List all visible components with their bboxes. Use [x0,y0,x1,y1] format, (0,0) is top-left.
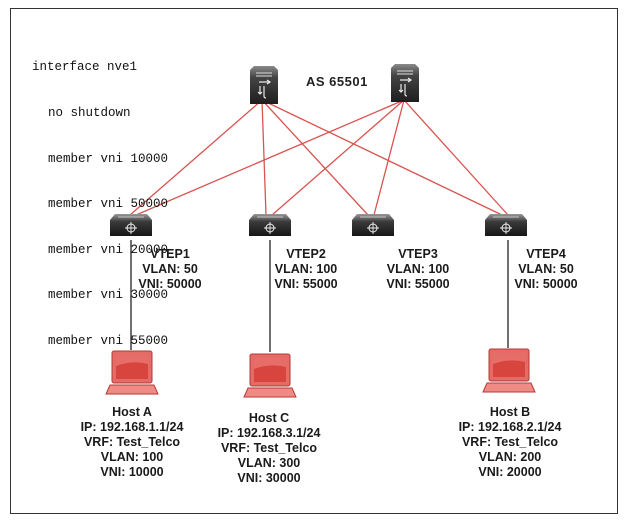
host-vrf: VRF: Test_Telco [220,441,318,455]
host-vlan: VLAN: 300 [237,456,301,470]
config-line: member vni 50000 [48,197,169,212]
vtep-name: VTEP1 [150,247,190,261]
link-spine2-vtep4 [403,99,509,216]
config-line: no shutdown [48,106,131,121]
vtep-vni: VNI: 50000 [138,277,202,291]
vtep-switch-icon [249,214,291,236]
link-spine1-vtep4 [261,99,503,216]
host-name: Host C [248,411,290,425]
config-line: interface nve1 [32,60,138,75]
link-spine1-vtep2 [261,99,267,216]
vtep-name: VTEP4 [526,247,566,261]
link-spine2-vtep1 [135,99,405,216]
host-b-label: Host B IP: 192.168.2.1/24 VRF: Test_Telc… [440,405,580,480]
config-line: member vni 20000 [48,242,169,257]
vtep-name: VTEP3 [398,247,438,261]
link-spine1-vtep3 [261,99,369,216]
config-line: member vni 55000 [48,334,169,349]
vtep-vlan: VLAN: 100 [274,262,338,276]
laptop-icon [482,348,536,393]
host-vrf: VRF: Test_Telco [461,435,559,449]
host-ip: IP: 192.168.1.1/24 [80,420,184,434]
link-spine1-vtep1 [129,99,263,216]
vtep-vni: VNI: 55000 [386,277,450,291]
vtep-switch-icon [110,214,152,236]
vtep-vni: VNI: 50000 [514,277,578,291]
vtep-switch-icon [485,214,527,236]
vtep4-label: VTEP4 VLAN: 50 VNI: 50000 [476,247,616,292]
vtep-name: VTEP2 [286,247,326,261]
host-vlan: VLAN: 200 [478,450,542,464]
laptop-icon [105,350,159,395]
vtep-vlan: VLAN: 100 [386,262,450,276]
vtep3-label: VTEP3 VLAN: 100 VNI: 55000 [348,247,488,292]
host-ip: IP: 192.168.2.1/24 [458,420,562,434]
spine-switch-icon [391,64,419,102]
vtep1-label: VTEP1 VLAN: 50 VNI: 50000 [100,247,240,292]
vtep-vni: VNI: 55000 [274,277,338,291]
as-label: AS 65501 [306,74,368,89]
host-vni: VNI: 20000 [478,465,542,479]
link-spine2-vtep2 [271,99,405,216]
spine-switch-icon [250,66,278,104]
host-name: Host B [489,405,531,419]
host-ip: IP: 192.168.3.1/24 [217,426,321,440]
config-line: member vni 30000 [48,288,169,303]
vtep2-label: VTEP2 VLAN: 100 VNI: 55000 [236,247,376,292]
host-c-label: Host C IP: 192.168.3.1/24 VRF: Test_Telc… [199,411,339,486]
vtep-switch-icon [352,214,394,236]
config-line: member vni 10000 [48,151,169,166]
vtep-vlan: VLAN: 50 [142,262,198,276]
link-spine2-vtep3 [373,99,405,216]
host-vni: VNI: 30000 [237,471,301,485]
diagram-frame [10,8,618,514]
fabric-links [129,99,509,216]
host-name: Host A [112,405,152,419]
nve-config: interface nve1 no shutdown member vni 10… [32,30,168,364]
host-vlan: VLAN: 100 [100,450,164,464]
host-vni: VNI: 10000 [100,465,164,479]
host-vrf: VRF: Test_Telco [83,435,181,449]
laptop-icon [243,353,297,398]
access-links [130,240,509,352]
vtep-vlan: VLAN: 50 [518,262,574,276]
host-a-label: Host A IP: 192.168.1.1/24 VRF: Test_Telc… [62,405,202,480]
